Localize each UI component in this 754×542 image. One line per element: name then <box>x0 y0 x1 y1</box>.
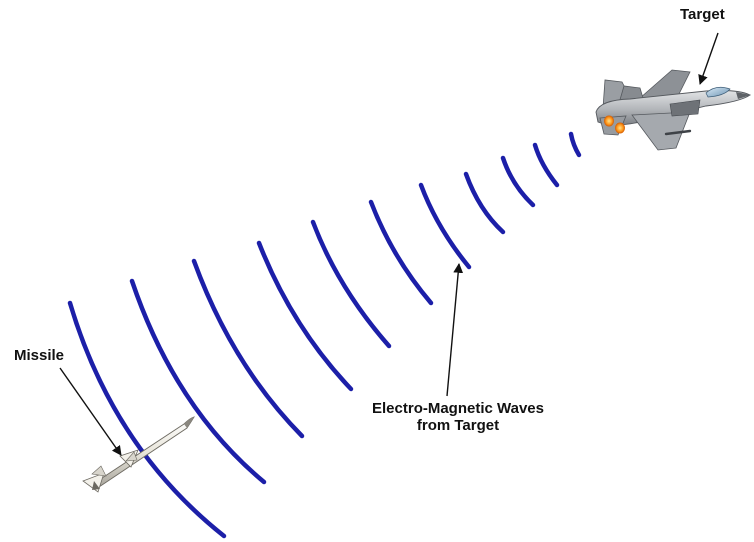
missile-seeker <box>184 417 194 428</box>
wave-arc <box>568 131 582 158</box>
jet-canopy <box>705 86 731 98</box>
wave-arc <box>418 182 472 270</box>
wave-arc <box>463 171 506 235</box>
wave-arc <box>532 142 560 188</box>
jet-near-wing <box>631 111 691 151</box>
waves-label: Electro-Magnetic Waves from Target <box>322 400 594 434</box>
missile-canard <box>125 451 138 462</box>
missile-tail-fin <box>91 465 107 477</box>
jet-afterburner <box>604 115 614 127</box>
jet-pylon-missile <box>664 129 692 136</box>
missile-label: Missile <box>14 347 65 364</box>
missile-callout-arrow <box>59 367 122 456</box>
missile-icon <box>82 416 195 493</box>
waves-callout-arrow <box>446 263 464 397</box>
wave-arc <box>310 219 392 349</box>
missile-tail-fin <box>82 472 105 493</box>
jet-afterburner <box>615 122 625 134</box>
wave-arc <box>500 155 536 208</box>
missile-body <box>95 416 195 488</box>
wave-arc <box>129 278 267 485</box>
wave-arc <box>256 240 354 392</box>
waves-label-line-1: Electro-Magnetic Waves <box>372 400 544 417</box>
missile-nozzle <box>92 481 100 490</box>
waves-label-line-2: from Target <box>416 417 500 434</box>
electromagnetic-waves <box>67 131 582 539</box>
target-callout-arrow <box>698 32 719 85</box>
wave-arc <box>368 199 434 306</box>
target-label: Target <box>680 6 725 23</box>
callout-arrows <box>59 32 719 456</box>
fighter-jet-icon <box>595 69 751 151</box>
wave-arc <box>191 258 305 439</box>
wave-arc <box>67 300 227 539</box>
jet-intake <box>669 99 701 117</box>
jet-nose <box>736 92 751 99</box>
